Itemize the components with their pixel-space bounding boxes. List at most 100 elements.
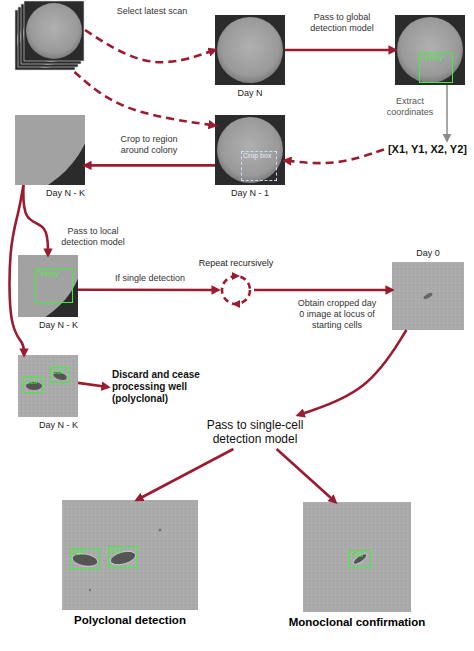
microscope-image: Polyclonal detectionCellCell	[62, 500, 198, 610]
edge-label-box: Pass to global detection model	[300, 12, 384, 34]
microscope-image: Day N - KCellCell	[18, 355, 78, 417]
cell-image	[303, 502, 411, 612]
box-label: Cell	[109, 547, 137, 555]
edge-label: Pass to global detection model	[300, 12, 384, 34]
day-label: Day N - K	[39, 420, 78, 431]
step-label: [X1, Y1, X2, Y2]	[384, 140, 471, 159]
box-label: Crop box	[242, 152, 276, 160]
loop-arrowhead	[232, 272, 240, 280]
flow-arrow	[285, 49, 395, 52]
cropped-image	[15, 115, 85, 185]
cell-image	[18, 355, 78, 417]
step-text: [X1, Y1, X2, Y2]	[384, 140, 471, 159]
microscope-image: Day N - KColony	[18, 255, 78, 317]
box-label: Cell	[350, 551, 370, 559]
edge-label: Select latest scan	[112, 6, 192, 17]
microscope-image: Day N - 1Crop box	[215, 115, 285, 185]
detection-box: Colony	[35, 269, 73, 303]
edge-label-box: Extract coordinates	[382, 96, 438, 118]
scan-stack	[15, 1, 84, 70]
result-label: Monoclonal confirmation	[289, 615, 426, 629]
flow-arrow	[10, 185, 24, 355]
edge-label: Extract coordinates	[382, 96, 438, 118]
cropped-image	[18, 255, 78, 317]
microscope-image: Day 0	[392, 262, 464, 330]
crop-box: Crop box	[241, 151, 277, 181]
day-label: Day 0	[416, 248, 440, 259]
flow-arrow	[254, 289, 392, 292]
box-label: Colony	[420, 54, 452, 62]
scan-stack	[26, 3, 82, 59]
flow-arrow	[78, 383, 108, 387]
detection-box: Colony	[419, 53, 453, 83]
day-label: Day N - K	[46, 188, 85, 199]
repeat-loop: Repeat recursively	[218, 272, 254, 308]
detection-box: Cell	[349, 550, 371, 568]
well-image	[215, 15, 285, 85]
day-label: Day N - 1	[231, 188, 269, 199]
cell-image	[303, 502, 411, 612]
well-image	[217, 17, 283, 83]
microscope-image	[15, 2, 85, 72]
step-label: Discard and cease processing well (polyc…	[108, 366, 220, 408]
well-image	[215, 115, 285, 185]
cell-image	[159, 529, 162, 532]
day0-image	[392, 262, 464, 330]
loop-arrowhead	[232, 300, 240, 308]
cropped-image	[18, 255, 78, 317]
well-image	[395, 15, 465, 85]
edge-label-box: If single detection	[100, 273, 200, 284]
well-image	[397, 17, 463, 83]
well-image	[395, 15, 465, 85]
cell-image	[62, 500, 198, 610]
microscope-image: Day N - K	[15, 115, 85, 185]
day-label: Day N - K	[39, 320, 78, 331]
edge-label-box: Crop to region around colony	[106, 134, 192, 156]
flow-arrow	[446, 85, 448, 140]
flow-arrow	[78, 288, 218, 291]
cell-image	[18, 355, 78, 417]
edge-label: If single detection	[100, 273, 200, 284]
result-label: Polyclonal detection	[74, 613, 186, 627]
flow-arrow	[137, 449, 234, 500]
detection-box: Cell	[23, 377, 43, 393]
loop-circle	[222, 276, 250, 304]
box-label: Cell	[24, 378, 42, 386]
flow-arrow	[85, 30, 215, 62]
flow-arrow	[23, 185, 48, 255]
loop-label: Repeat recursively	[199, 258, 274, 269]
loop-outline	[218, 272, 254, 308]
microscope-image: Day N	[215, 15, 285, 85]
day-label: Day N	[237, 88, 262, 99]
box-label: Cell	[71, 549, 99, 557]
edge-label-box: Obtain cropped day 0 image at locus of s…	[296, 298, 378, 331]
cropped-image	[15, 115, 85, 185]
microscope-image: Colony	[395, 15, 465, 85]
well-image	[215, 115, 285, 185]
edge-label: Crop to region around colony	[106, 134, 192, 156]
step-text: Pass to single-cell detection model	[201, 415, 309, 449]
flow-arrow	[85, 164, 215, 167]
flow-arrow	[298, 330, 406, 415]
day0-image	[392, 262, 464, 330]
box-label: Colony	[36, 270, 72, 278]
scan-stack	[24, 1, 84, 61]
cell-image	[89, 589, 91, 591]
detection-box: Cell	[50, 367, 70, 383]
edge-label: Pass to local detection model	[56, 226, 130, 248]
detection-box: Cell	[108, 546, 138, 568]
flow-arrow	[277, 449, 336, 502]
detection-box: Cell	[70, 548, 100, 570]
cell-image	[62, 500, 198, 610]
day0-image	[423, 292, 434, 300]
edge-label-box: Select latest scan	[112, 6, 192, 17]
step-text: Discard and cease processing well (polyc…	[108, 366, 220, 408]
flow-arrow	[285, 150, 384, 164]
step-label: Pass to single-cell detection model	[201, 415, 309, 449]
well-image	[217, 117, 283, 183]
box-label: Cell	[51, 368, 69, 376]
microscope-image: Monoclonal confirmationCell	[303, 502, 411, 612]
well-image	[215, 15, 285, 85]
